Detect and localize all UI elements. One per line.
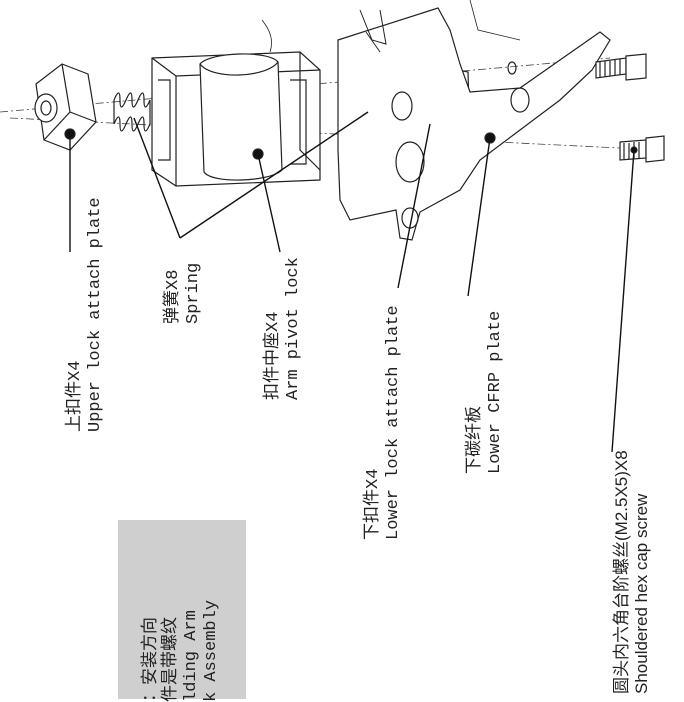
spring-left-part — [113, 92, 151, 132]
upper-lock-attach-plate-part — [34, 63, 97, 151]
note-line-4: k Assembly — [202, 599, 221, 702]
label-lower-cfrp-en: Lower CFRP plate — [486, 310, 505, 474]
note-line-3: lding Arm — [182, 610, 201, 702]
hex-cap-screw-bottom — [619, 135, 665, 163]
label-screw-cn: 圆头内六角台阶螺丝(M2.5X5)X8 — [612, 450, 631, 694]
label-arm-pivot-cn: 扣件中座X4 — [264, 311, 283, 400]
hex-cap-screw-top — [595, 53, 647, 81]
lower-cfrp-plate-part — [337, 0, 611, 241]
label-lower-lock-cn: 下扣件X4 — [364, 468, 383, 540]
note-text: ：安装方向 件是带螺纹 lding Arm k Assembly — [142, 600, 222, 702]
label-lower-lock-en: Lower lock attach plate — [384, 305, 403, 540]
label-arm-pivot: 扣件中座X4 Arm pivot lock — [264, 257, 304, 400]
label-spring: 弹簧X8 Spring — [164, 263, 204, 324]
label-upper-lock: 上扣件X4 Upper lock attach plate — [66, 197, 106, 432]
label-lower-cfrp-cn: 下碳纤板 — [466, 406, 485, 474]
label-arm-pivot-en: Arm pivot lock — [284, 257, 303, 400]
leader-lines — [69, 111, 635, 453]
note-line-2: 件是带螺纹 — [162, 617, 181, 702]
label-lower-lock: 下扣件X4 Lower lock attach plate — [364, 305, 404, 540]
label-screw-en: Shouldered hex cap screw — [632, 493, 651, 694]
label-upper-lock-en: Upper lock attach plate — [86, 197, 105, 432]
label-spring-en: Spring — [184, 262, 203, 324]
label-screw: 圆头内六角台阶螺丝(M2.5X5)X8 Shouldered hex cap s… — [612, 450, 652, 694]
label-spring-cn: 弹簧X8 — [164, 269, 183, 324]
arm-pivot-lock-part — [151, 19, 321, 187]
label-upper-lock-cn: 上扣件X4 — [66, 360, 85, 432]
note-line-1: ：安装方向 — [142, 617, 161, 702]
installation-note-box: ：安装方向 件是带螺纹 lding Arm k Assembly — [118, 520, 246, 702]
label-lower-cfrp: 下碳纤板 Lower CFRP plate — [466, 311, 506, 474]
